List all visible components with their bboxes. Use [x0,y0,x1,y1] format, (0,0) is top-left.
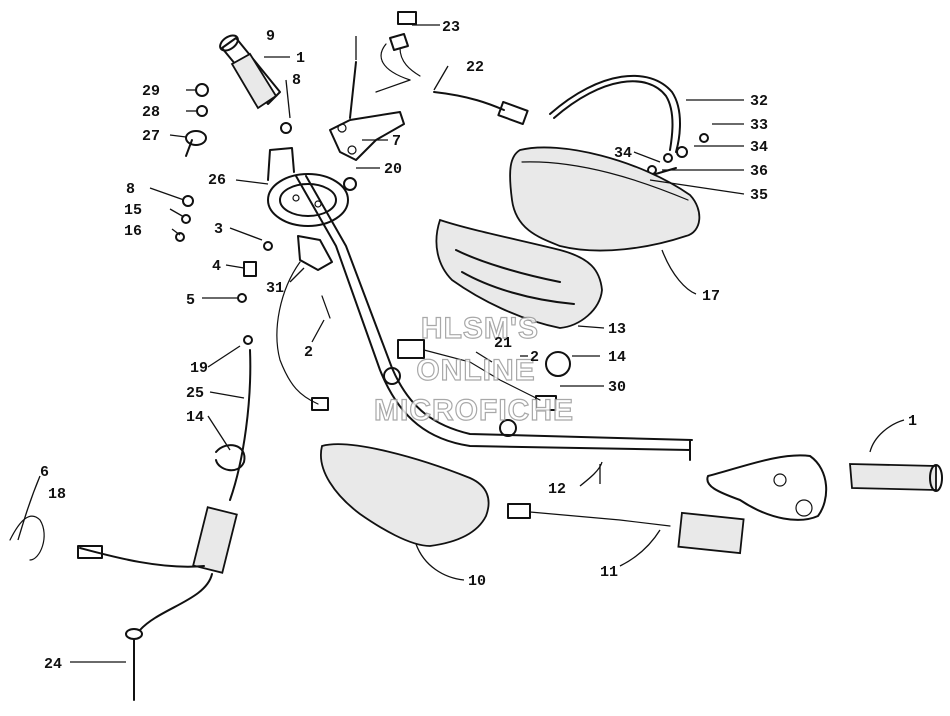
callout-c10: 10 [468,573,486,590]
callout-c27: 27 [142,128,160,145]
watermark-line-3: MICROFICHE [374,394,574,427]
lower-cover-part [320,443,490,547]
callout-c15: 15 [124,202,142,219]
callout-c1b: 1 [908,413,917,430]
switch-connector-part [397,339,571,411]
callout-c19: 19 [190,360,208,377]
throttle-wire-part [276,235,333,411]
callout-c23: 23 [442,19,460,36]
callout-c26: 26 [208,172,226,189]
callout-c9: 9 [266,28,275,45]
callout-c36: 36 [750,163,768,180]
crossbar-pad-part [435,218,603,329]
callout-c4: 4 [212,258,221,275]
callout-c32: 32 [750,93,768,110]
right-grip-part [706,454,943,521]
callout-c34b: 34 [750,139,768,156]
handlebar-tube-part [295,175,693,461]
callout-c12: 12 [548,481,566,498]
callout-c18: 18 [48,486,66,503]
callout-c28: 28 [142,104,160,121]
hardware-stack-left [175,83,357,303]
callout-c30: 30 [608,379,626,396]
callout-c14a: 14 [608,349,626,366]
callout-c22: 22 [466,59,484,76]
throttle-cable-part [9,335,253,701]
callout-c2b: 2 [530,349,539,366]
callout-c8b: 8 [126,181,135,198]
watermark-line-2: ONLINE [416,354,535,387]
leader-lines [17,24,905,663]
callout-c7: 7 [392,133,401,150]
callout-c3: 3 [214,221,223,238]
throttle-lever-part [329,61,405,161]
heater-switch-part [507,503,745,555]
callout-c25: 25 [186,385,204,402]
callout-c21: 21 [494,335,512,352]
callout-c6: 6 [40,464,49,481]
callout-c31: 31 [266,280,284,297]
callout-c34a: 34 [614,145,632,162]
callout-c24: 24 [44,656,62,673]
watermark-line-1: HLSM'S [421,312,539,345]
callout-c14b: 14 [186,409,204,426]
callout-c29: 29 [142,83,160,100]
callout-c20: 20 [384,161,402,178]
callout-c35: 35 [750,187,768,204]
callout-c1a: 1 [296,50,305,67]
harness-connector-part [375,11,529,126]
callout-c17: 17 [702,288,720,305]
callout-c8a: 8 [292,72,301,89]
callout-c2a: 2 [304,344,313,361]
left-grip-part [219,34,281,110]
throttle-housing-part [267,147,349,227]
callout-c16: 16 [124,223,142,240]
callout-c11: 11 [600,564,618,581]
watermark: HLSM'S ONLINE MICROFICHE [373,311,574,427]
callout-c13: 13 [608,321,626,338]
callout-c33: 33 [750,117,768,134]
handlebar-pad-part [509,146,701,252]
callout-c5: 5 [186,292,195,309]
